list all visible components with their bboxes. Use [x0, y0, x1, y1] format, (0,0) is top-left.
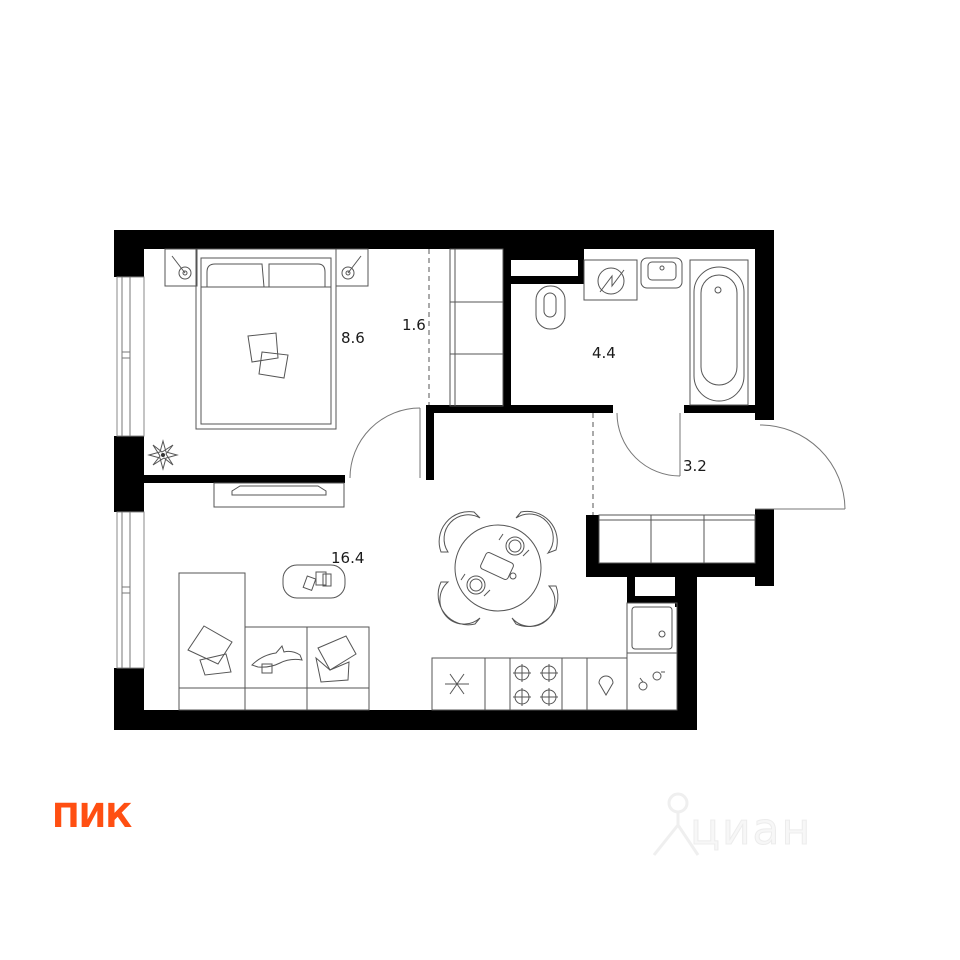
- developer-logo: ПИК: [52, 796, 132, 835]
- kitchen-sink-icon: [598, 675, 614, 696]
- entry-door-arc: [759, 424, 846, 510]
- wardrobe: [449, 248, 504, 407]
- walls: [114, 230, 774, 730]
- plant-icon: [147, 439, 179, 471]
- tv-stand: [213, 482, 345, 508]
- sofa: [178, 572, 246, 711]
- chair: [438, 511, 481, 553]
- pillow-icon: [247, 332, 279, 363]
- tv-icon: [231, 485, 327, 496]
- round-table: [454, 524, 542, 612]
- oven: [631, 606, 673, 650]
- gas-pipe-icon: [638, 681, 648, 691]
- chair: [437, 581, 481, 626]
- lamp-icon: [341, 266, 355, 280]
- cat-icon: [251, 645, 303, 668]
- bedroom-door-arc: [349, 407, 421, 479]
- nightstand-left: [164, 248, 198, 287]
- plate-icon: [505, 536, 525, 556]
- area-living-kitchen: 16.4: [331, 549, 364, 567]
- windows: [116, 276, 145, 669]
- doors: [349, 407, 846, 510]
- lamp-icon: [178, 266, 192, 280]
- toilet-icon: [535, 285, 566, 330]
- washing-machine: [583, 259, 638, 301]
- sink-icon: [640, 257, 683, 289]
- chair: [511, 585, 559, 627]
- cutting-board: [480, 551, 514, 581]
- plate-icon: [466, 575, 486, 595]
- kitchen: [431, 602, 678, 711]
- fridge-snowflake-icon: [445, 673, 469, 695]
- watermark-text: циан: [689, 804, 813, 855]
- area-hallway: 3.2: [683, 457, 707, 475]
- hall-closet: [598, 514, 756, 564]
- map-pin-person-icon: [652, 792, 700, 856]
- area-bedroom: 8.6: [341, 329, 365, 347]
- area-bathroom: 4.4: [592, 344, 616, 362]
- bedroom-furniture: [147, 248, 369, 471]
- bathroom-fixtures: [535, 257, 749, 406]
- living-furniture: [178, 482, 370, 711]
- pillow-icon: [187, 625, 233, 665]
- pillow-icon: [258, 351, 289, 379]
- coffee-table: [282, 564, 346, 599]
- bathroom-door-arc: [616, 412, 681, 477]
- area-wardrobe: 1.6: [402, 316, 426, 334]
- dining-set: [437, 510, 559, 627]
- pillow-icon: [317, 635, 357, 671]
- chair: [515, 510, 558, 555]
- double-bed: [195, 248, 337, 430]
- stove-icon: [513, 664, 558, 706]
- bathtub: [689, 259, 749, 406]
